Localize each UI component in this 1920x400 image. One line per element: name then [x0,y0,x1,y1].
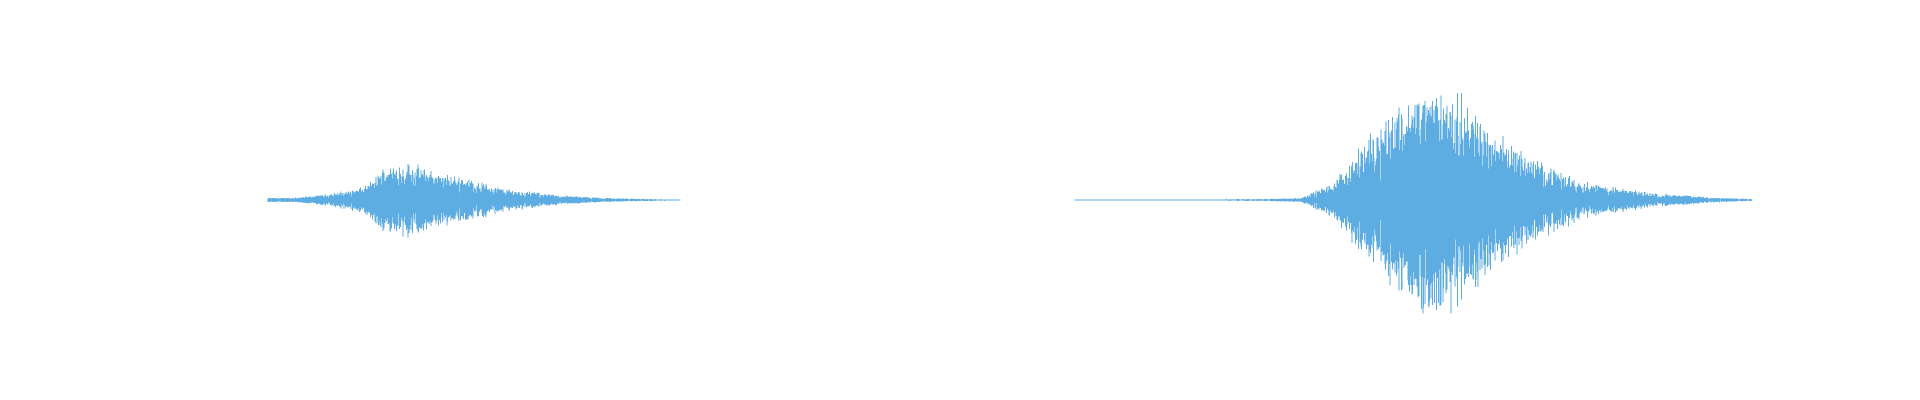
waveform-clip-1 [267,164,681,238]
waveform-clip-2 [1074,92,1753,314]
waveform-samples [267,164,681,238]
waveform-samples [1074,92,1753,314]
